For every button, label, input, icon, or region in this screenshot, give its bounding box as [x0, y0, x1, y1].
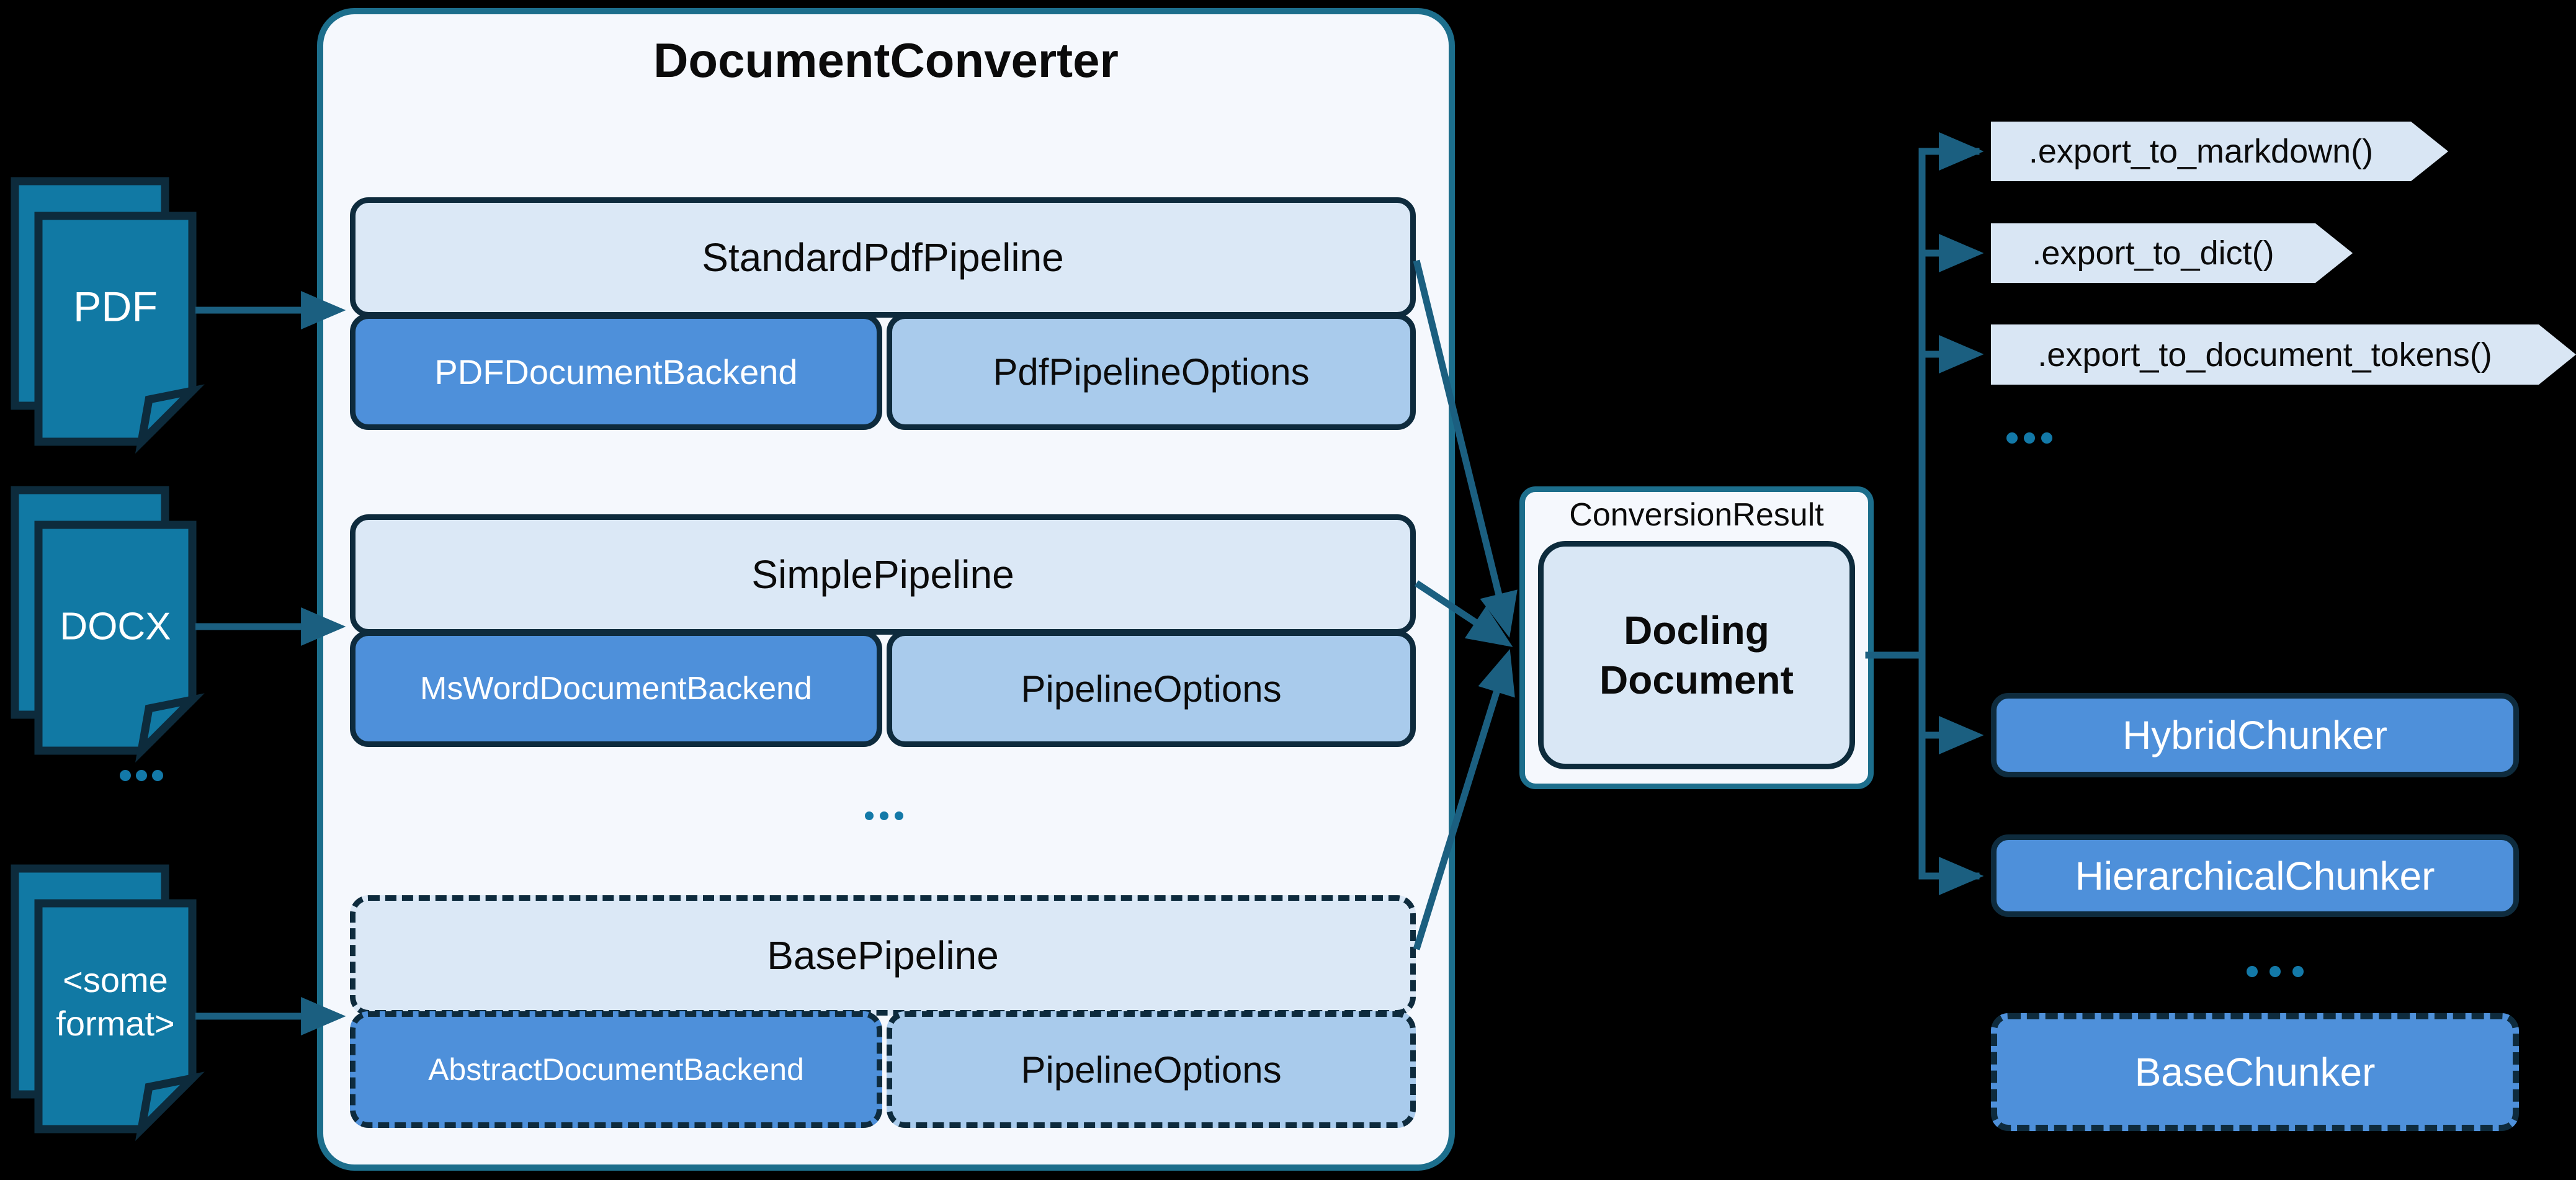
hybrid-chunker-box: HybridChunker — [1991, 693, 2519, 777]
arrow-simple-pipeline-to-result — [1414, 580, 1513, 647]
base-pipeline-options-box: PipelineOptions — [887, 1011, 1416, 1128]
exports-ellipsis-dots — [2006, 432, 2052, 444]
docx-document-icon — [11, 486, 205, 763]
export-to-markdown-chevron: .export_to_markdown() — [1991, 122, 2448, 181]
docx-source-label: DOCX — [60, 605, 171, 648]
sources-ellipsis-dots — [120, 770, 163, 781]
docling-document-box: Docling Document — [1538, 541, 1855, 769]
arrow-standard-pipeline-to-result — [1413, 259, 1518, 638]
hierarchical-chunker-box: HierarchicalChunker — [1991, 834, 2519, 917]
export-to-document-tokens-chevron: .export_to_document_tokens() — [1991, 324, 2576, 385]
document-converter-title: DocumentConverter — [653, 32, 1119, 87]
pdf-source-label: PDF — [73, 283, 158, 331]
chunkers-ellipsis-dots — [2247, 966, 2304, 977]
base-chunker-box: BaseChunker — [1991, 1013, 2519, 1131]
converter-ellipsis-dots — [865, 811, 903, 820]
export-to-dict-chevron: .export_to_dict() — [1991, 223, 2353, 283]
arrow-base-pipeline-to-result — [1413, 649, 1515, 950]
simple-pipeline-box: SimplePipeline — [350, 514, 1416, 635]
pdf-pipeline-options-box: PdfPipelineOptions — [887, 313, 1416, 430]
base-pipeline-box: BasePipeline — [350, 895, 1416, 1016]
msword-document-backend-box: MsWordDocumentBackend — [350, 630, 882, 747]
pipeline-options-box: PipelineOptions — [887, 630, 1416, 747]
some-format-source-label: <some format> — [56, 960, 175, 1043]
pdf-document-icon — [11, 177, 205, 454]
abstract-document-backend-box: AbstractDocumentBackend — [350, 1011, 882, 1128]
pdf-document-backend-box: PDFDocumentBackend — [350, 313, 882, 430]
some-format-document-icon — [11, 864, 205, 1142]
standard-pdf-pipeline-box: StandardPdfPipeline — [350, 197, 1416, 318]
conversion-result-label: ConversionResult — [1569, 497, 1824, 533]
